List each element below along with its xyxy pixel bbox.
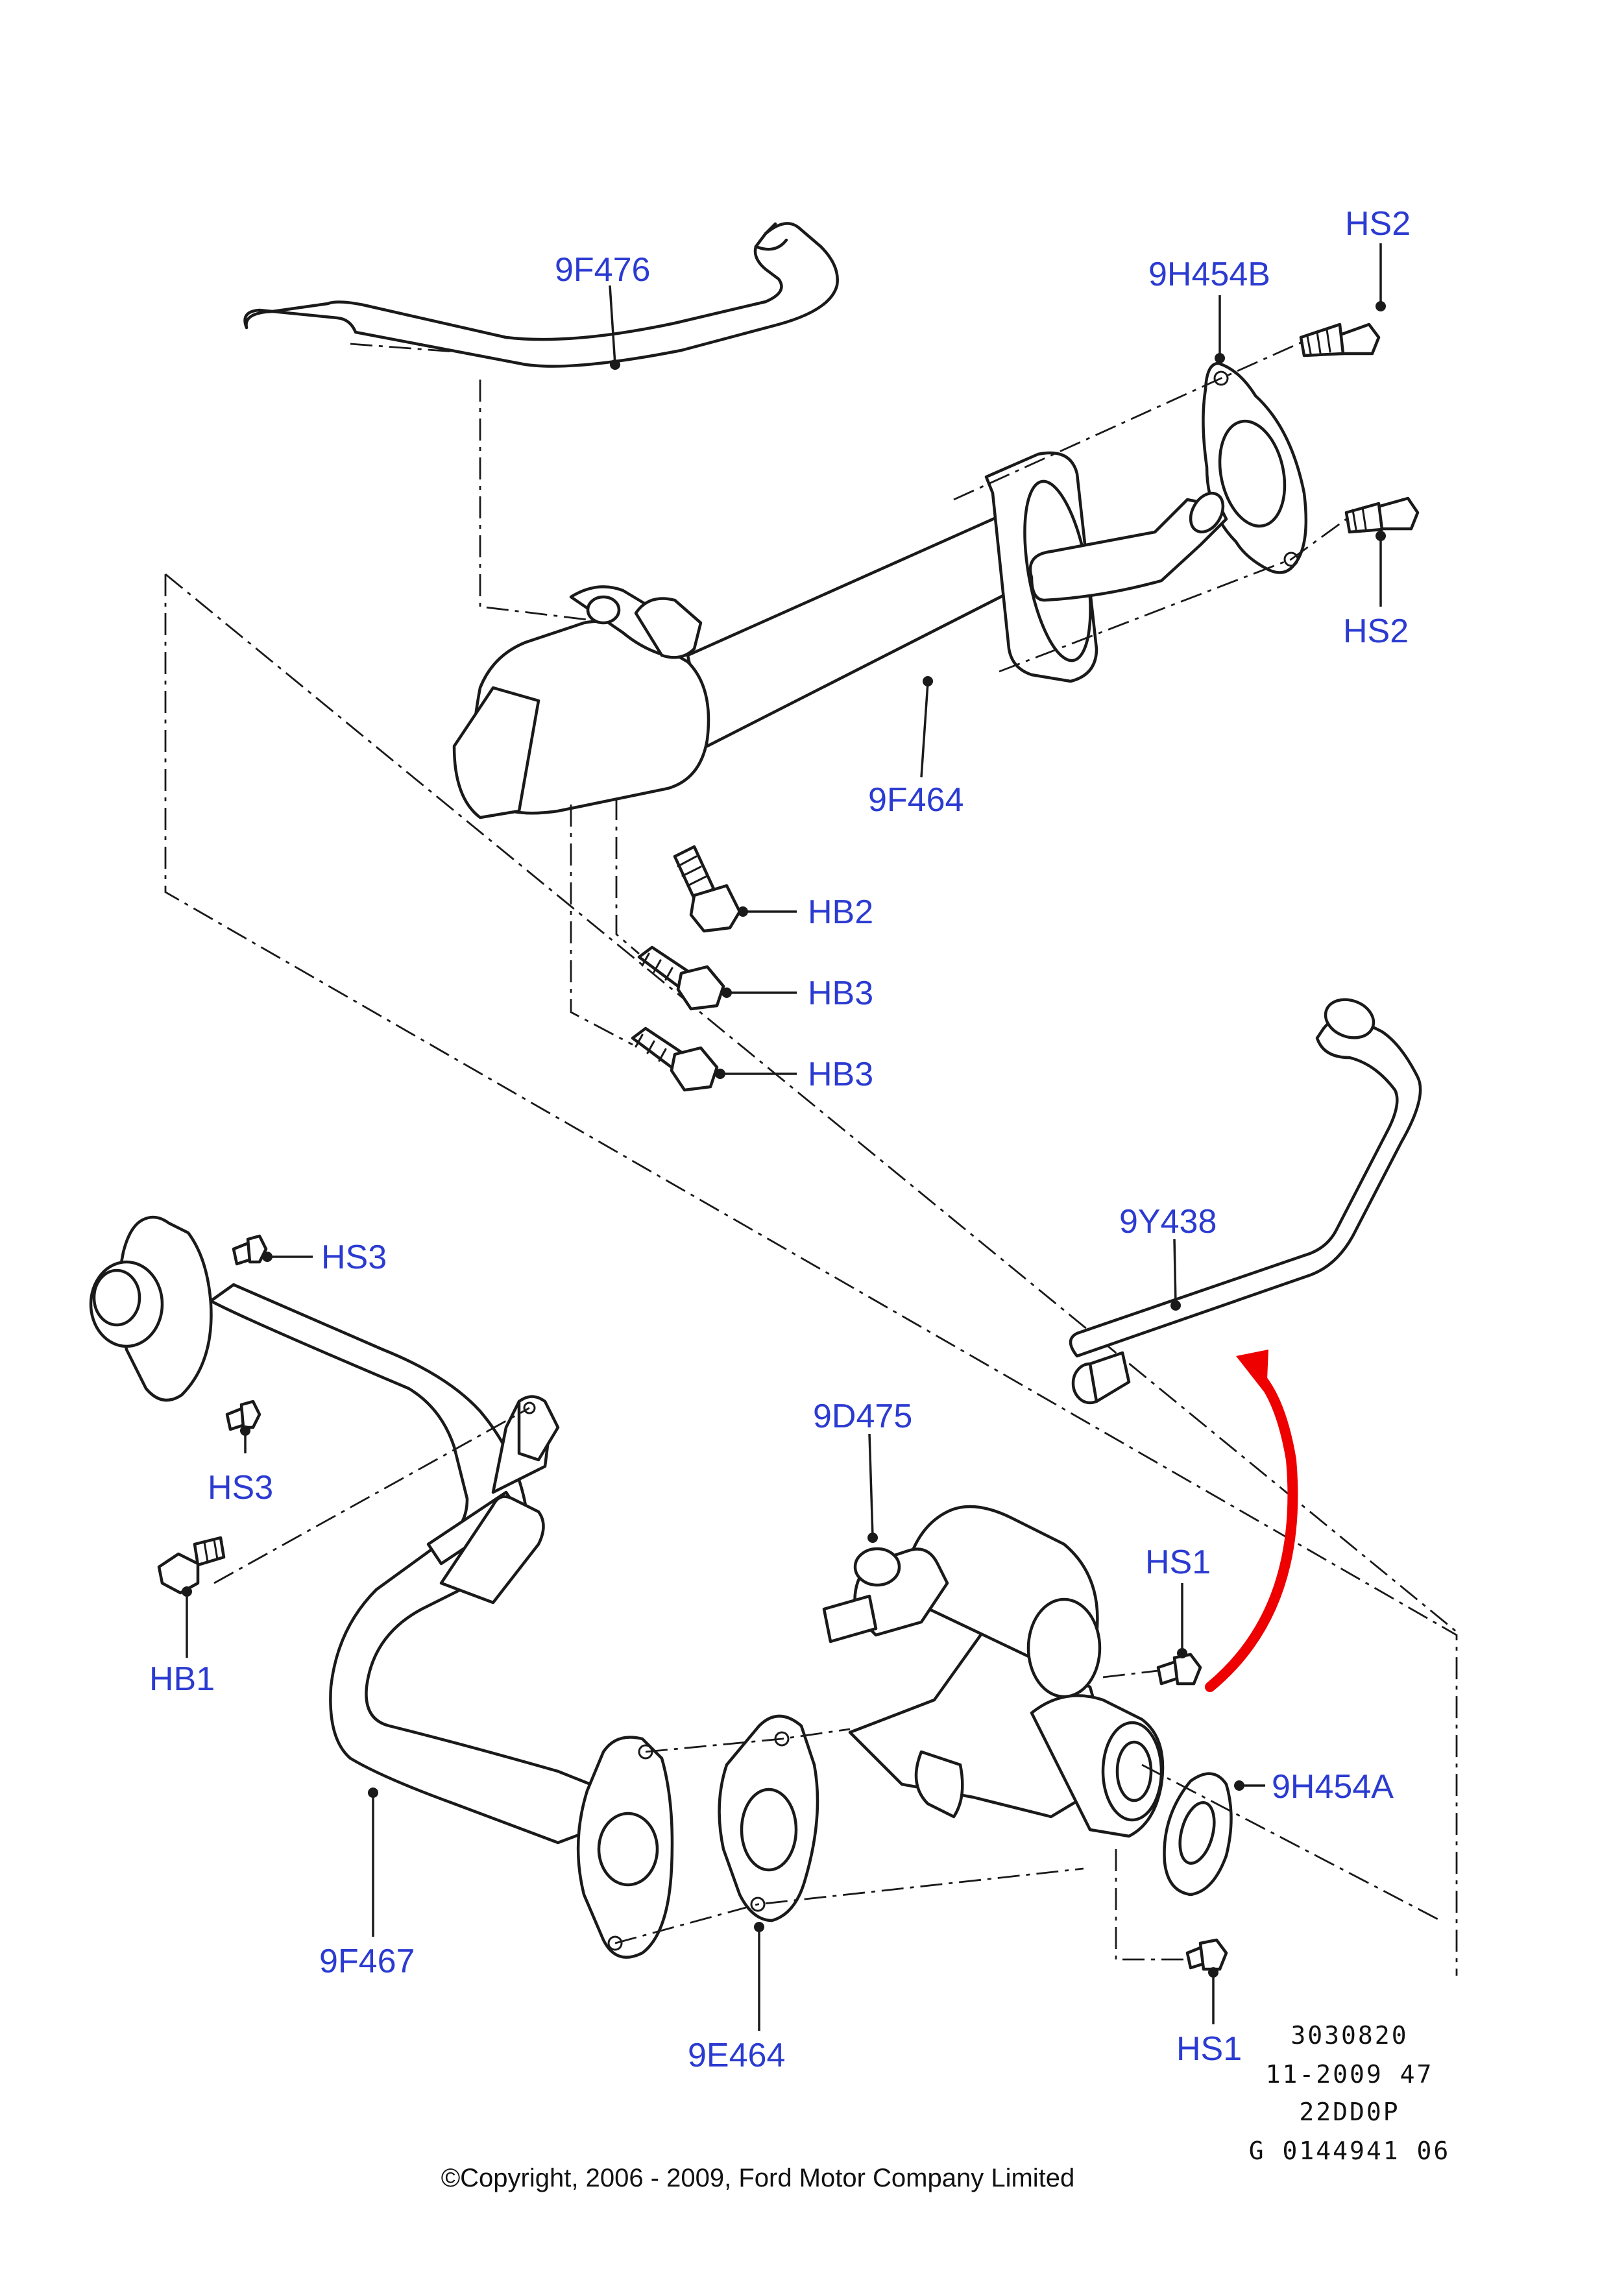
label-9h454b: 9H454B [1148, 256, 1270, 293]
bolt-hs2-top [1299, 322, 1381, 358]
reference-line-1: 3030820 [1291, 2021, 1408, 2050]
label-hs3-upper: HS3 [321, 1239, 387, 1276]
bolt-hb1 [157, 1536, 226, 1595]
label-hs1-upper: HS1 [1145, 1544, 1211, 1581]
leader-lines [182, 243, 1386, 2031]
bolt-hb2 [673, 845, 742, 933]
bolt-hs1-upper [1156, 1653, 1202, 1686]
bracket-egr [491, 1395, 560, 1494]
label-hs2-bottom: HS2 [1343, 612, 1409, 650]
flange-9f467 [576, 1736, 674, 1959]
reference-line-4: G 0144941 06 [1249, 2137, 1451, 2165]
label-9h454a: 9H454A [1272, 1768, 1394, 1806]
copyright-notice: ©Copyright, 2006 - 2009, Ford Motor Comp… [441, 2164, 1075, 2192]
hose-9f476 [243, 222, 839, 368]
label-hs2-top: HS2 [1345, 205, 1411, 243]
bolt-hb3-lower [631, 1026, 719, 1092]
bolt-hb3-upper [637, 945, 725, 1011]
pipe-9y438 [1069, 998, 1422, 1405]
label-hb3-upper: HB3 [808, 975, 873, 1012]
egr-cooler-9f464 [452, 451, 1228, 819]
callout-labels: 9F476 9H454B HS2 HS2 9F464 HB2 HB3 HB3 9… [149, 205, 1411, 2074]
pipe-9f467 [89, 1215, 625, 1845]
bolt-hs3-lower [225, 1400, 261, 1431]
gasket-9h454a [1163, 1772, 1233, 1897]
assembly-lines [213, 341, 1441, 1961]
label-9e464: 9E464 [688, 2037, 785, 2074]
arrow-red [1205, 1350, 1298, 1692]
label-hb2: HB2 [808, 893, 873, 931]
bolt-hs1-lower [1185, 1938, 1228, 1971]
label-9y438: 9Y438 [1119, 1203, 1217, 1241]
label-9f464: 9F464 [868, 781, 963, 819]
label-hs1-lower: HS1 [1176, 2030, 1242, 2068]
label-9f467: 9F467 [319, 1943, 415, 1980]
reference-line-2: 11-2009 47 [1266, 2060, 1434, 2089]
label-hb1: HB1 [149, 1660, 215, 1698]
egr-valve-9d475 [822, 1505, 1165, 1838]
gasket-9e464 [718, 1714, 819, 1922]
label-9f476: 9F476 [555, 251, 650, 289]
reference-code-block: 3030820 11-2009 47 22DD0P G 0144941 06 [1249, 2021, 1451, 2165]
gasket-9h454b [1202, 361, 1308, 574]
label-hb3-lower: HB3 [808, 1056, 873, 1093]
bolt-hs3-upper [232, 1234, 268, 1266]
reference-line-3: 22DD0P [1299, 2098, 1400, 2126]
bolt-hs2-bottom [1344, 496, 1420, 534]
label-hs3-lower: HS3 [208, 1469, 273, 1507]
label-9d475: 9D475 [813, 1398, 912, 1435]
